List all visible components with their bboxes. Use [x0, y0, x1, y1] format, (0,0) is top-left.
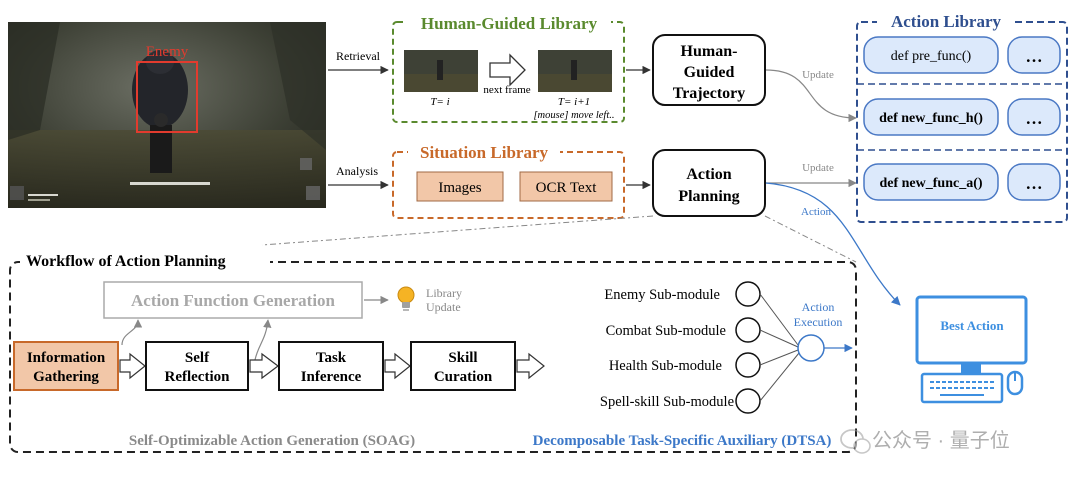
more-pill-h — [1007, 98, 1061, 136]
frame-b-subcaption: [mouse] move left.. — [533, 110, 614, 121]
library-update-line2: Update — [426, 300, 461, 314]
action-planning-box — [652, 149, 766, 217]
information-gathering-box — [13, 341, 119, 391]
func-pill-pre — [863, 36, 999, 74]
game-screenshot — [8, 22, 326, 208]
analysis-label: Analysis — [336, 164, 378, 178]
action-arrow — [765, 182, 901, 306]
skill-curation-line2: Curation — [434, 369, 493, 385]
submodule-health-label: Health Sub-module — [609, 358, 722, 374]
trajectory-line3: Trajectory — [673, 85, 746, 102]
more-pill-pre — [1007, 36, 1061, 74]
library-update-line1: Library — [426, 286, 462, 300]
frame-thumbnail-b — [538, 50, 612, 92]
func-pill-h — [863, 98, 999, 136]
action-planning-line1: Action — [686, 166, 731, 183]
more-label-h: … — [1026, 109, 1043, 128]
trajectory-line2: Guided — [684, 64, 735, 81]
afg-box — [103, 281, 363, 319]
retrieval-label: Retrieval — [336, 49, 381, 63]
more-pill-a — [1007, 163, 1061, 201]
func-label-h: def new_func_h() — [879, 111, 983, 126]
soag-caption: Self-Optimizable Action Generation (SOAG… — [129, 433, 415, 449]
submodule-spell-node — [735, 388, 761, 414]
watermark-text: 公众号 · 量子位 — [872, 429, 1010, 452]
task-inference-line2: Inference — [301, 369, 362, 385]
update-label-top: Update — [802, 69, 834, 81]
information-gathering-line2: Gathering — [33, 369, 99, 385]
images-box — [416, 171, 504, 202]
best-action-label: Best Action — [940, 318, 1004, 333]
self-reflection-line1: Self — [185, 350, 210, 366]
submodule-enemy-label: Enemy Sub-module — [604, 287, 720, 303]
frame-thumbnail-a — [404, 50, 478, 92]
workflow-box — [9, 261, 857, 453]
update-arrow-top — [765, 69, 857, 123]
action-planning-line2: Planning — [678, 188, 739, 205]
action-execution-node — [797, 334, 825, 362]
more-label-a: … — [1026, 174, 1043, 193]
afg-label: Action Function Generation — [131, 291, 336, 310]
enemy-bounding-box — [136, 61, 198, 133]
submodule-combat-label: Combat Sub-module — [606, 323, 726, 339]
human-guided-library-title: Human-Guided Library — [421, 14, 598, 33]
func-label-a: def new_func_a() — [879, 176, 982, 191]
frame-b-caption: T= i+1 — [558, 96, 590, 108]
information-gathering-line1: Information — [27, 350, 106, 366]
wechat-icon — [840, 429, 871, 454]
frame-a-caption: T= i — [430, 96, 449, 108]
update-label-bottom: Update — [802, 162, 834, 174]
dtsa-caption: Decomposable Task-Specific Auxiliary (DT… — [533, 433, 832, 449]
action-execution-line2: Execution — [794, 315, 843, 329]
trajectory-line1: Human- — [681, 43, 738, 60]
submodule-health-node — [735, 352, 761, 378]
skill-curation-line1: Skill — [448, 350, 477, 366]
enemy-label: Enemy — [146, 44, 189, 60]
submodule-spell-label: Spell-skill Sub-module — [600, 394, 734, 410]
self-reflection-box — [145, 341, 249, 391]
self-reflection-line2: Reflection — [165, 369, 231, 385]
action-arrow-label: Action — [801, 206, 831, 218]
lightbulb-icon — [397, 286, 415, 311]
next-frame-arrow-shape — [489, 53, 526, 87]
task-inference-line1: Task — [316, 350, 347, 366]
more-label-pre: … — [1026, 47, 1043, 66]
action-library-title: Action Library — [891, 12, 1002, 31]
ocr-text-label: OCR Text — [536, 180, 598, 196]
images-label: Images — [438, 180, 481, 196]
human-guided-trajectory-box — [652, 34, 766, 106]
situation-library-title: Situation Library — [420, 143, 548, 162]
next-frame-label: next frame — [483, 84, 530, 96]
submodule-combat-node — [735, 317, 761, 343]
ocr-text-box — [519, 171, 613, 202]
computer-icon — [915, 295, 1028, 404]
submodule-enemy-node — [735, 281, 761, 307]
func-label-pre: def pre_func() — [891, 49, 972, 64]
task-inference-box — [278, 341, 384, 391]
workflow-title: Workflow of Action Planning — [26, 253, 226, 270]
action-execution-line1: Action — [802, 300, 835, 314]
skill-curation-box — [410, 341, 516, 391]
func-pill-a — [863, 163, 999, 201]
